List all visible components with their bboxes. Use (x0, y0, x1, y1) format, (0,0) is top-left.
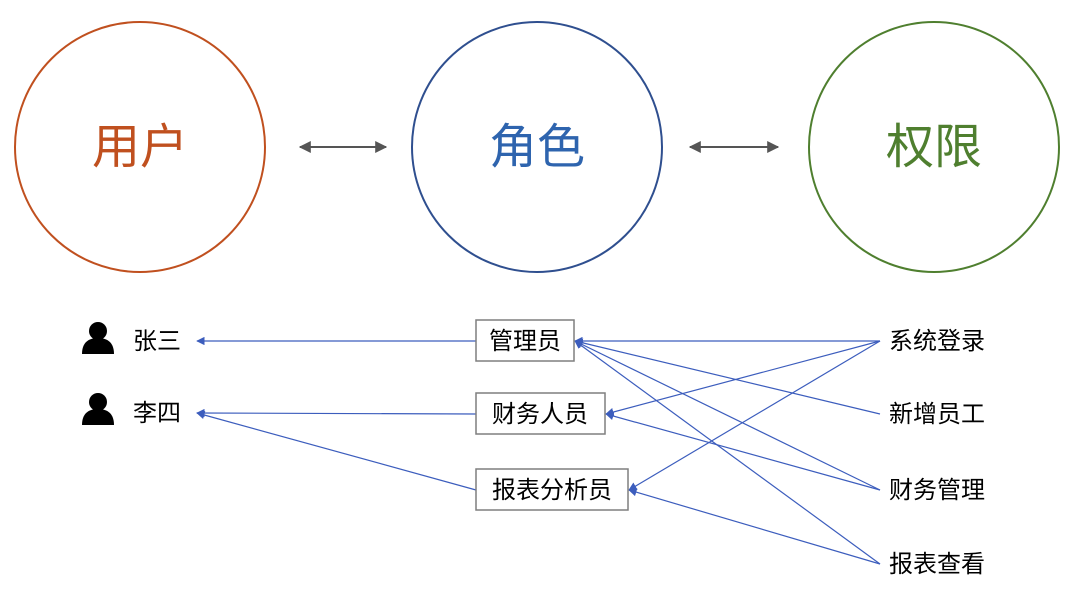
role-box: 财务人员 (475, 392, 606, 435)
role-name: 财务人员 (492, 400, 588, 428)
permission-role-link (574, 338, 881, 415)
role-user-link (196, 408, 477, 418)
permission-circle (808, 21, 1060, 273)
permission-name: 系统登录 (889, 327, 985, 355)
permission-name: 财务管理 (889, 476, 985, 504)
user-name: 张三 (133, 327, 181, 355)
permission-role-link (574, 340, 881, 565)
role-circle (411, 21, 663, 273)
permission-concept-label: 权限 (886, 119, 982, 175)
permission-role-link (628, 488, 881, 565)
user-item: 李四 (82, 393, 181, 427)
user-concept-label: 用户 (92, 119, 188, 175)
permission-role-link (628, 340, 881, 491)
role-box: 管理员 (475, 319, 575, 362)
user-item: 张三 (82, 322, 181, 355)
permission-role-link (605, 411, 881, 491)
permission-role-link (605, 340, 881, 417)
permission-name: 新增员工 (889, 400, 985, 428)
permission-name: 报表查看 (889, 550, 985, 578)
role-box: 报表分析员 (475, 468, 629, 511)
permission-role-link (574, 340, 881, 491)
link-lines (196, 336, 881, 565)
user-circle (14, 21, 266, 273)
role-name: 管理员 (489, 327, 561, 355)
person-icon (82, 393, 114, 425)
user-name: 李四 (133, 399, 181, 427)
role-name: 报表分析员 (492, 476, 612, 504)
role-user-link (196, 410, 477, 491)
role-concept-label: 角色 (489, 119, 585, 175)
person-icon (82, 322, 114, 354)
